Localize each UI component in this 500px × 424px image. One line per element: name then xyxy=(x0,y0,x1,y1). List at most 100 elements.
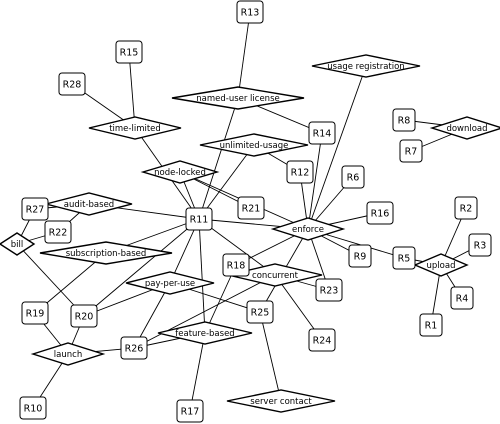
requirement-box xyxy=(21,197,49,221)
feature-node-bill: bill xyxy=(0,232,36,256)
feature-label: server contact xyxy=(250,397,312,407)
requirement-box xyxy=(19,396,47,420)
requirement-label: R5 xyxy=(398,254,411,265)
feature-diamond xyxy=(157,321,253,345)
requirement-node-r21: R21 xyxy=(237,196,265,220)
requirement-box xyxy=(366,201,394,225)
requirement-label: R19 xyxy=(26,309,45,320)
requirement-box xyxy=(308,121,336,145)
requirement-node-r22: R22 xyxy=(44,220,72,244)
requirement-node-r26: R26 xyxy=(120,336,148,360)
requirement-node-r17: R17 xyxy=(176,399,204,423)
feature-node-subscription-based: subscription-based xyxy=(39,241,173,265)
feature-diamond xyxy=(140,160,220,184)
requirement-node-r1: R1 xyxy=(419,313,443,337)
edge-r15-time-limited xyxy=(128,51,136,129)
requirement-label: R20 xyxy=(75,312,94,323)
feature-label: pay-per-use xyxy=(145,279,195,289)
requirement-box xyxy=(70,304,98,328)
feature-label: bill xyxy=(11,240,23,250)
requirement-box xyxy=(115,40,143,64)
requirement-box xyxy=(468,233,492,257)
requirement-node-r10: R10 xyxy=(19,396,47,420)
feature-diamond xyxy=(171,86,305,110)
requirement-label: R6 xyxy=(347,173,360,184)
requirement-box xyxy=(399,139,423,163)
edge-bill-r20 xyxy=(16,243,85,317)
requirement-label: R9 xyxy=(354,252,367,263)
feature-node-launch: launch xyxy=(30,342,106,366)
requirement-node-r8: R8 xyxy=(392,108,416,132)
requirement-label: R17 xyxy=(181,407,200,418)
feature-node-download: download xyxy=(429,116,500,140)
requirement-label: R28 xyxy=(63,80,82,91)
feature-diamond xyxy=(45,192,133,216)
feature-label: audit-based xyxy=(64,200,114,210)
requirement-box xyxy=(450,286,474,310)
requirement-label: R7 xyxy=(405,147,418,158)
feature-diamond xyxy=(311,54,421,78)
requirement-box xyxy=(392,108,416,132)
requirement-node-r3: R3 xyxy=(468,233,492,257)
edge-named-user-license-r11 xyxy=(198,97,239,220)
requirement-node-r16: R16 xyxy=(366,201,394,225)
requirement-node-r2: R2 xyxy=(454,196,478,220)
requirement-label: R3 xyxy=(474,241,487,252)
requirement-node-r24: R24 xyxy=(308,328,336,352)
requirement-box xyxy=(58,72,86,96)
edge-feature-based-r17 xyxy=(189,332,206,412)
requirement-box xyxy=(185,207,213,231)
requirement-label: R23 xyxy=(320,286,339,297)
feature-diamond xyxy=(39,241,173,265)
feature-diamond xyxy=(30,342,106,366)
feature-node-usage-registration: usage registration xyxy=(311,54,421,78)
feature-node-pay-per-use: pay-per-use xyxy=(125,271,215,295)
feature-diamond xyxy=(413,253,469,277)
requirement-box xyxy=(222,253,250,277)
feature-diamond xyxy=(270,217,346,241)
feature-label: feature-based xyxy=(175,329,234,339)
feature-node-upload: upload xyxy=(413,253,469,277)
edge-r11-feature-based xyxy=(198,218,206,334)
feature-label: upload xyxy=(427,261,456,271)
edge-usage-registration-enforce xyxy=(307,65,367,230)
feature-diamond xyxy=(88,116,182,140)
feature-node-concurrent: concurrent xyxy=(227,263,323,287)
requirement-label: R12 xyxy=(291,168,310,179)
requirement-node-r13: R13 xyxy=(236,0,264,24)
requirement-label: R4 xyxy=(456,294,469,305)
requirement-box xyxy=(419,313,443,337)
requirement-box xyxy=(341,165,365,189)
requirement-box xyxy=(236,0,264,24)
requirement-label: R22 xyxy=(49,228,68,239)
requirement-box xyxy=(176,399,204,423)
requirement-node-r25: R25 xyxy=(246,300,274,324)
edge-r13-named-user-license xyxy=(237,11,251,99)
feature-diamond xyxy=(226,389,336,413)
requirement-label: R24 xyxy=(313,336,332,347)
feature-label: concurrent xyxy=(252,271,299,281)
feature-node-named-user-license: named-user license xyxy=(171,86,305,110)
edge-enforce-r14 xyxy=(307,132,323,230)
requirement-label: R26 xyxy=(125,344,144,355)
requirement-node-r12: R12 xyxy=(286,160,314,184)
requirement-box xyxy=(315,278,343,302)
requirement-node-r9: R9 xyxy=(348,244,372,268)
requirement-label: R21 xyxy=(242,204,261,215)
feature-node-audit-based: audit-based xyxy=(45,192,133,216)
requirement-label: R27 xyxy=(26,205,45,216)
requirement-label: R25 xyxy=(251,308,270,319)
requirement-label: R11 xyxy=(190,215,209,226)
requirement-box xyxy=(21,301,49,325)
requirement-box xyxy=(120,336,148,360)
feature-diamond xyxy=(429,116,500,140)
feature-node-feature-based: feature-based xyxy=(157,321,253,345)
requirement-node-r20: R20 xyxy=(70,304,98,328)
requirement-label: R2 xyxy=(460,204,473,215)
requirement-box xyxy=(454,196,478,220)
requirement-node-r23: R23 xyxy=(315,278,343,302)
edge-unlimited-usage-r11 xyxy=(198,144,255,220)
feature-node-enforce: enforce xyxy=(270,217,346,241)
feature-diamond xyxy=(125,271,215,295)
